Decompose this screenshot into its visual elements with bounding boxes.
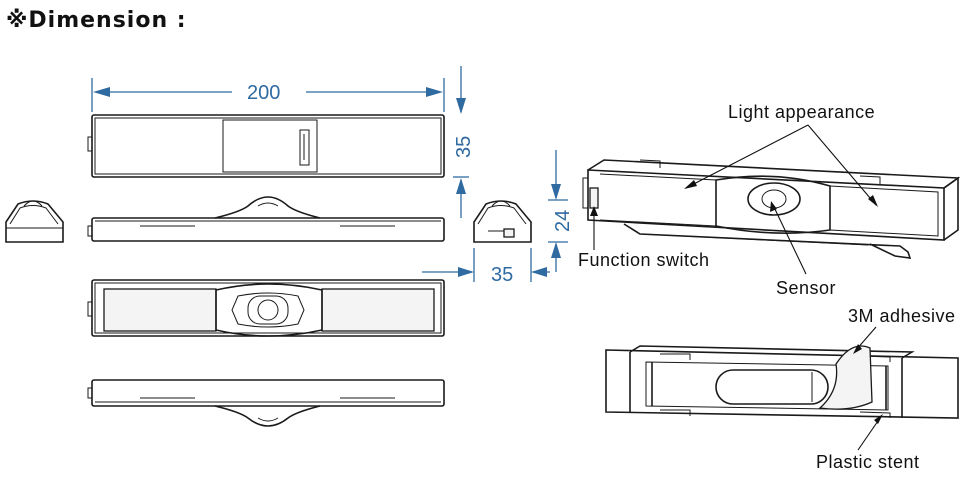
perspective-front-view — [582, 159, 961, 259]
function-switch-label: Function switch — [578, 250, 710, 270]
stent-callout: Plastic stent — [816, 414, 920, 472]
sensor-callout: Sensor — [770, 201, 836, 298]
dimension-height: 24 — [548, 150, 574, 272]
dimension-depth: 35 — [422, 248, 550, 286]
dimension-width: 35 — [453, 66, 475, 218]
right-end-view — [473, 200, 532, 243]
height-value: 24 — [552, 210, 574, 232]
light-face-view — [87, 279, 445, 337]
page-title: ※Dimension : — [6, 8, 187, 33]
width-value: 35 — [453, 136, 475, 158]
perspective-back-view — [605, 345, 959, 419]
function-switch-callout: Function switch — [578, 206, 710, 270]
adhesive-callout: 3M adhesive — [848, 306, 956, 354]
sensor-label: Sensor — [776, 278, 836, 298]
top-view — [87, 114, 445, 178]
light-appearance-label: Light appearance — [728, 102, 875, 122]
depth-value: 35 — [491, 264, 513, 286]
light-appearance-callout: Light appearance — [684, 102, 878, 207]
front-view — [87, 196, 445, 242]
stent-label: Plastic stent — [816, 452, 920, 472]
rear-view — [87, 379, 445, 427]
dimension-length: 200 — [91, 78, 445, 112]
left-end-view — [5, 200, 64, 243]
adhesive-label: 3M adhesive — [848, 306, 956, 326]
length-value: 200 — [247, 82, 280, 104]
